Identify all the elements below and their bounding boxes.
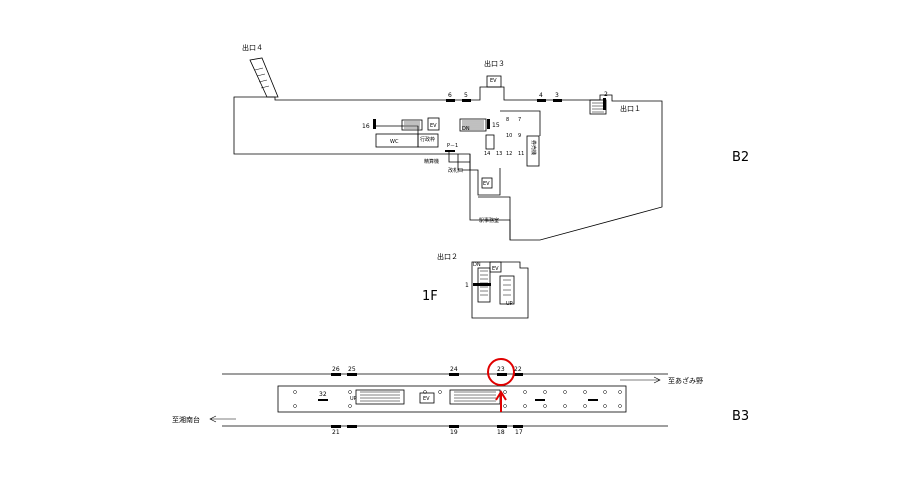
marker-11: 11 (518, 151, 524, 157)
exit-label-3: 出口３ (484, 59, 505, 68)
ev-b3 (419, 392, 435, 404)
room-station-office: 駅事務室 (479, 217, 499, 224)
stair-up-b3: UP (350, 396, 357, 402)
marker-1: 1 (465, 282, 469, 289)
marker-2: 2 (604, 91, 608, 98)
direction-azamino: 至あざみ野 (668, 376, 703, 385)
exit-label-4: 出口４ (242, 43, 263, 52)
ev-label-b2-right: EV (483, 181, 490, 187)
b2-outline (233, 86, 663, 241)
marker-23: 23 (497, 366, 505, 373)
highlight-arrow (495, 390, 507, 412)
marker-9: 9 (518, 133, 521, 139)
marker-24: 24 (450, 366, 458, 373)
stair-dn-b2: DN (462, 126, 470, 132)
marker-16: 16 (362, 123, 370, 130)
marker-26: 26 (332, 366, 340, 373)
ev-label-b3: EV (423, 396, 430, 402)
marker-22: 22 (514, 366, 522, 373)
ev-label-exit3: EV (490, 78, 497, 84)
ticket-machine-block (526, 135, 540, 167)
marker-6: 6 (448, 92, 452, 99)
room-wc: WC (390, 139, 399, 145)
b3-island (277, 385, 627, 413)
floor-label-b2: B2 (732, 150, 749, 165)
marker-17: 17 (515, 429, 523, 436)
stair-up-1f: UP (506, 301, 513, 307)
floor-label-b3: B3 (732, 409, 749, 424)
ev-b2-right (481, 177, 493, 189)
marker-32: 32 (319, 391, 327, 398)
ev-label-1f: EV (492, 266, 499, 272)
room-ticket-machine: 券売機 (530, 140, 537, 155)
marker-7: 7 (518, 117, 521, 123)
exit4-corridor (249, 57, 279, 98)
marker-19: 19 (450, 429, 458, 436)
direction-shonandai: 至湘南台 (172, 415, 200, 424)
exit-label-2: 出口２ (437, 252, 458, 261)
marker-3: 3 (555, 92, 559, 99)
marker-8: 8 (506, 117, 509, 123)
marker-25: 25 (348, 366, 356, 373)
room-p1: P－1 (447, 143, 458, 149)
marker-14: 14 (484, 151, 490, 157)
marker-12: 12 (506, 151, 512, 157)
exit3-box (486, 75, 502, 88)
exit-label-1: 出口１ (620, 104, 641, 113)
marker-13: 13 (496, 151, 502, 157)
room-ticket-gate: 改札口 (448, 167, 463, 174)
marker-15: 15 (492, 122, 500, 129)
marker-18: 18 (497, 429, 505, 436)
room-fare-adjust: 精算機 (424, 158, 439, 165)
stair-dn-1f: DN (473, 262, 481, 268)
marker-21: 21 (332, 429, 340, 436)
floor-label-1f: 1F (422, 289, 438, 304)
ev-1f (489, 261, 502, 273)
room-admin: 行政枠 (420, 136, 435, 143)
ev-label-b2-left: EV (430, 123, 437, 129)
f1-outline (471, 261, 529, 319)
admin-room (417, 133, 439, 148)
ev-b2-left (427, 117, 440, 131)
marker-5: 5 (464, 92, 468, 99)
b3-platform (222, 373, 668, 427)
highlight-circle (487, 358, 515, 386)
marker-4: 4 (539, 92, 543, 99)
marker-10: 10 (506, 133, 512, 139)
